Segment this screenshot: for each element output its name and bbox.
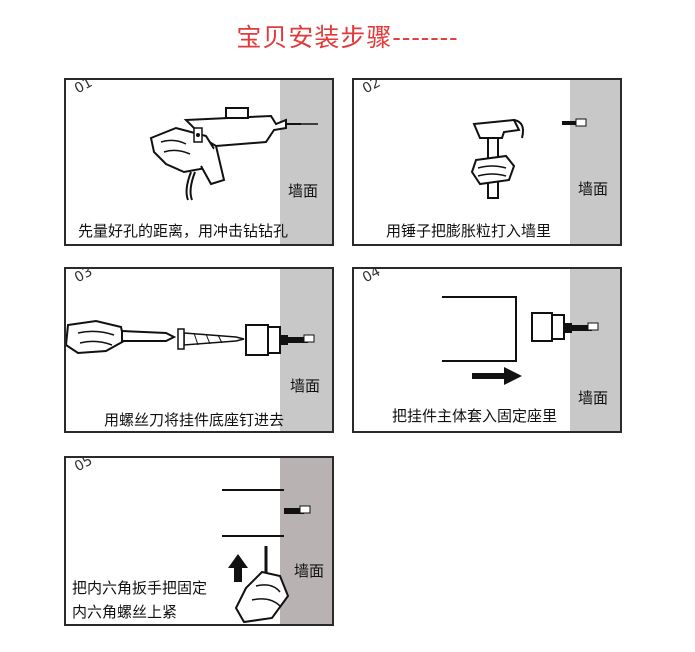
step-03-panel: 03 墙面 用螺丝刀将挂件底座钉进去: [64, 267, 334, 433]
wall: [570, 80, 620, 244]
wall-label: 墙面: [578, 180, 609, 198]
step-caption: 先量好孔的距离，用冲击钻钻孔: [78, 222, 289, 240]
step-caption: 用锤子把膨胀粒打入墙里: [386, 222, 552, 240]
anchor-icon: [442, 296, 599, 362]
step-caption: 用螺丝刀将挂件底座钉进去: [104, 411, 285, 429]
step-caption-line-1: 把内六角扳手把固定: [72, 579, 208, 597]
wall-label: 墙面: [288, 182, 319, 200]
anchor-icon: [222, 489, 311, 537]
step-02-panel: 02 墙面 用锤子把膨胀粒打入墙里: [352, 78, 622, 246]
screwdriver-icon: [66, 319, 177, 355]
wall: [280, 269, 332, 431]
wall-label: 墙面: [290, 377, 321, 395]
arrow-right-icon: [472, 367, 522, 385]
screw-icon: [177, 328, 245, 350]
step-caption: 把挂件主体套入固定座里: [392, 407, 558, 425]
wall: [280, 80, 332, 244]
step-01-panel: 01 墙面 先量好孔的距离，用冲击钻钻孔: [64, 78, 334, 246]
wall-label: 墙面: [578, 389, 609, 407]
wall-label: 墙面: [294, 562, 325, 580]
drill-icon: [149, 107, 318, 201]
step-05-panel: 05 墙面 把内六角扳手把固定 内六角螺丝上紧: [64, 456, 334, 626]
wall: [570, 269, 620, 431]
arrow-up-icon: [228, 554, 248, 582]
hammer-icon: [470, 118, 587, 199]
anchor-icon: [245, 324, 315, 356]
hex-key-icon: [234, 546, 290, 624]
page-title: 宝贝安装步骤-------: [236, 23, 459, 52]
step-caption-line-2: 内六角螺丝上紧: [72, 603, 178, 621]
step-04-panel: 04 墙面 把挂件主体套入固定座里: [352, 267, 622, 433]
